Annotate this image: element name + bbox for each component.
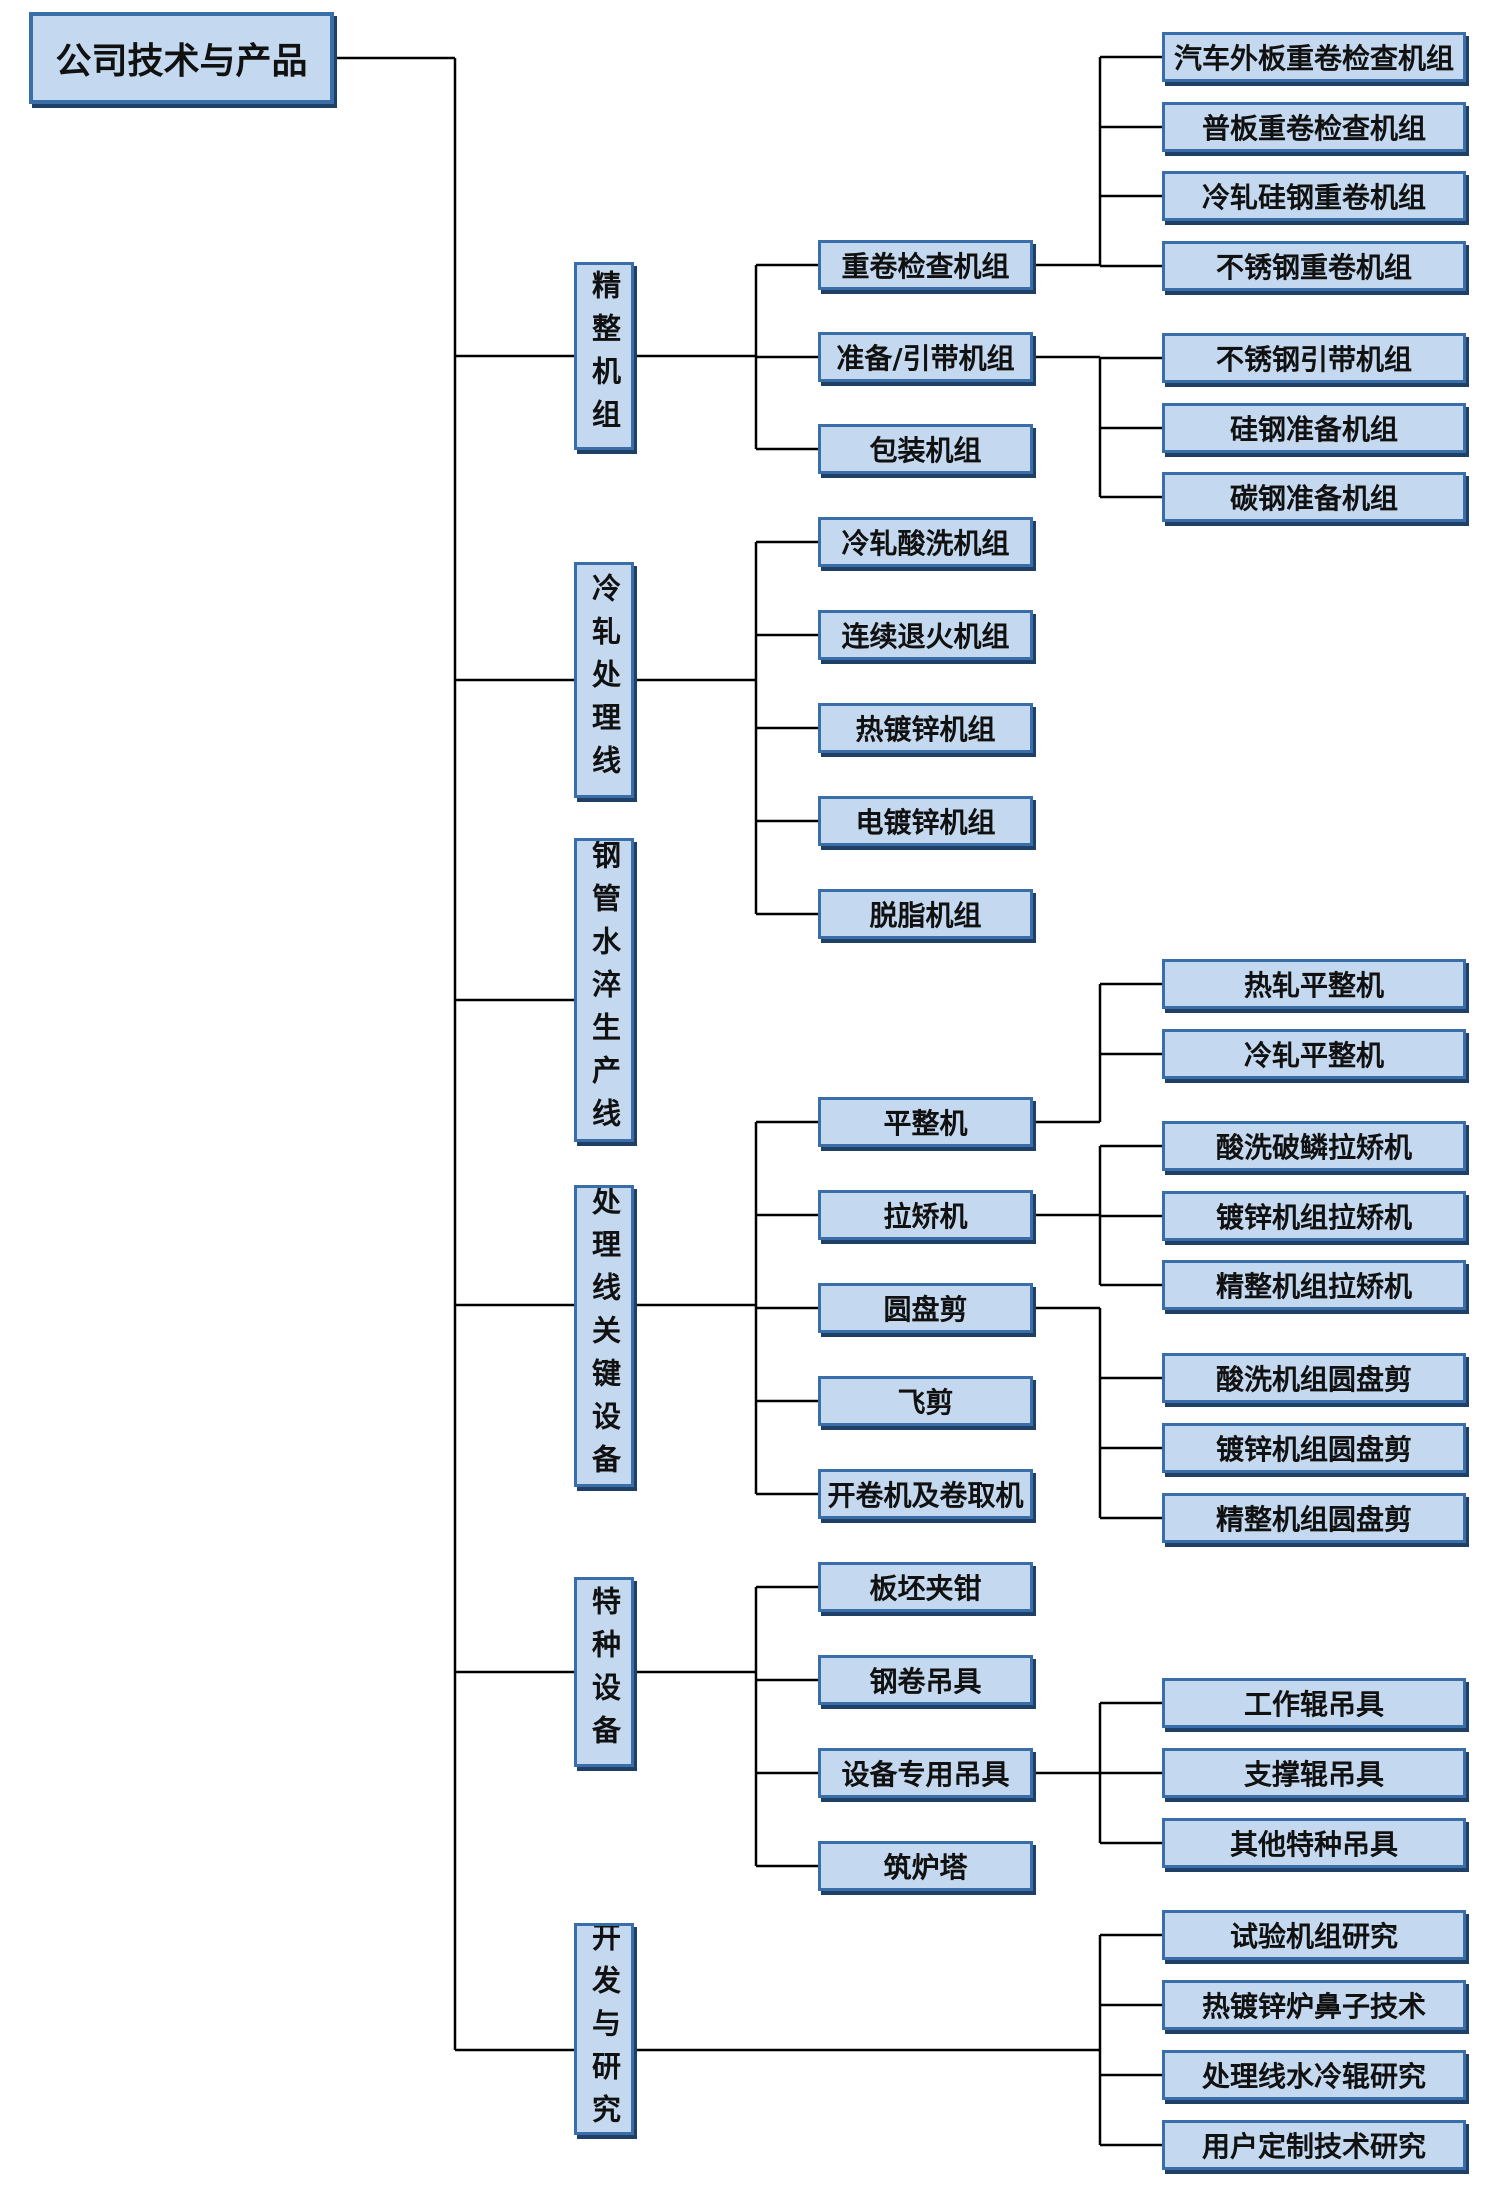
node-electro-galv: 电镀锌机组 bbox=[818, 796, 1033, 846]
category-pipe-quench: 钢管水淬生产线 bbox=[574, 838, 634, 1142]
leaf-snout-tech: 热镀锌炉鼻子技术 bbox=[1162, 1980, 1466, 2030]
leaf-stainless-leader: 不锈钢引带机组 bbox=[1162, 333, 1466, 383]
node-coil-lifter: 钢卷吊具 bbox=[818, 1655, 1033, 1705]
node-coiler: 开卷机及卷取机 bbox=[818, 1469, 1033, 1519]
node-tension-leveler: 拉矫机 bbox=[818, 1190, 1033, 1240]
leaf-hot-leveler: 热轧平整机 bbox=[1162, 959, 1466, 1009]
category-special-equipment: 特种设备 bbox=[574, 1577, 634, 1767]
leaf-silicon-prep: 硅钢准备机组 bbox=[1162, 403, 1466, 453]
leaf-cold-leveler: 冷轧平整机 bbox=[1162, 1029, 1466, 1079]
category-key-equipment: 处理线关键设备 bbox=[574, 1185, 634, 1487]
leaf-silicon-rewinding: 冷轧硅钢重卷机组 bbox=[1162, 171, 1466, 221]
leaf-finishing-disc: 精整机组圆盘剪 bbox=[1162, 1493, 1466, 1543]
node-packaging: 包装机组 bbox=[818, 424, 1033, 474]
leaf-other-lifter: 其他特种吊具 bbox=[1162, 1818, 1466, 1868]
leaf-pickling-disc: 酸洗机组圆盘剪 bbox=[1162, 1353, 1466, 1403]
node-prep-leader: 准备/引带机组 bbox=[818, 332, 1033, 382]
leaf-auto-panel-rewinding: 汽车外板重卷检查机组 bbox=[1162, 32, 1466, 82]
category-cold-rolling: 冷轧处理线 bbox=[574, 562, 634, 798]
leaf-backup-roll-lifter: 支撑辊吊具 bbox=[1162, 1748, 1466, 1798]
node-flying-shear: 飞剪 bbox=[818, 1376, 1033, 1426]
node-equipment-lifter: 设备专用吊具 bbox=[818, 1748, 1033, 1798]
category-research: 开发与研究 bbox=[574, 1923, 634, 2135]
leaf-cooling-roll-research: 处理线水冷辊研究 bbox=[1162, 2050, 1466, 2100]
root-node: 公司技术与产品 bbox=[29, 12, 334, 104]
leaf-galv-tension: 镀锌机组拉矫机 bbox=[1162, 1191, 1466, 1241]
leaf-stainless-rewinding: 不锈钢重卷机组 bbox=[1162, 241, 1466, 291]
node-furnace-tower: 筑炉塔 bbox=[818, 1841, 1033, 1891]
node-disc-shear: 圆盘剪 bbox=[818, 1283, 1033, 1333]
node-annealing: 连续退火机组 bbox=[818, 610, 1033, 660]
category-label: 开发与研究 bbox=[587, 1923, 622, 2135]
category-label: 钢管水淬生产线 bbox=[587, 839, 622, 1141]
leaf-pickling-tension: 酸洗破鳞拉矫机 bbox=[1162, 1121, 1466, 1171]
node-rewinding-inspection: 重卷检查机组 bbox=[818, 240, 1033, 290]
category-label: 特种设备 bbox=[587, 1586, 622, 1758]
category-label: 冷轧处理线 bbox=[587, 572, 622, 788]
leaf-galv-disc: 镀锌机组圆盘剪 bbox=[1162, 1423, 1466, 1473]
category-label: 处理线关键设备 bbox=[587, 1185, 622, 1487]
node-degreasing: 脱脂机组 bbox=[818, 889, 1033, 939]
node-leveler: 平整机 bbox=[818, 1097, 1033, 1147]
leaf-trial-unit-research: 试验机组研究 bbox=[1162, 1910, 1466, 1960]
node-pickling: 冷轧酸洗机组 bbox=[818, 517, 1033, 567]
node-slab-tong: 板坯夹钳 bbox=[818, 1562, 1033, 1612]
leaf-finishing-tension: 精整机组拉矫机 bbox=[1162, 1260, 1466, 1310]
category-finishing: 精整机组 bbox=[574, 262, 634, 450]
leaf-work-roll-lifter: 工作辊吊具 bbox=[1162, 1678, 1466, 1728]
leaf-carbon-prep: 碳钢准备机组 bbox=[1162, 472, 1466, 522]
node-hot-galv: 热镀锌机组 bbox=[818, 703, 1033, 753]
category-label: 精整机组 bbox=[587, 270, 622, 442]
leaf-plain-rewinding: 普板重卷检查机组 bbox=[1162, 102, 1466, 152]
leaf-custom-tech-research: 用户定制技术研究 bbox=[1162, 2120, 1466, 2170]
